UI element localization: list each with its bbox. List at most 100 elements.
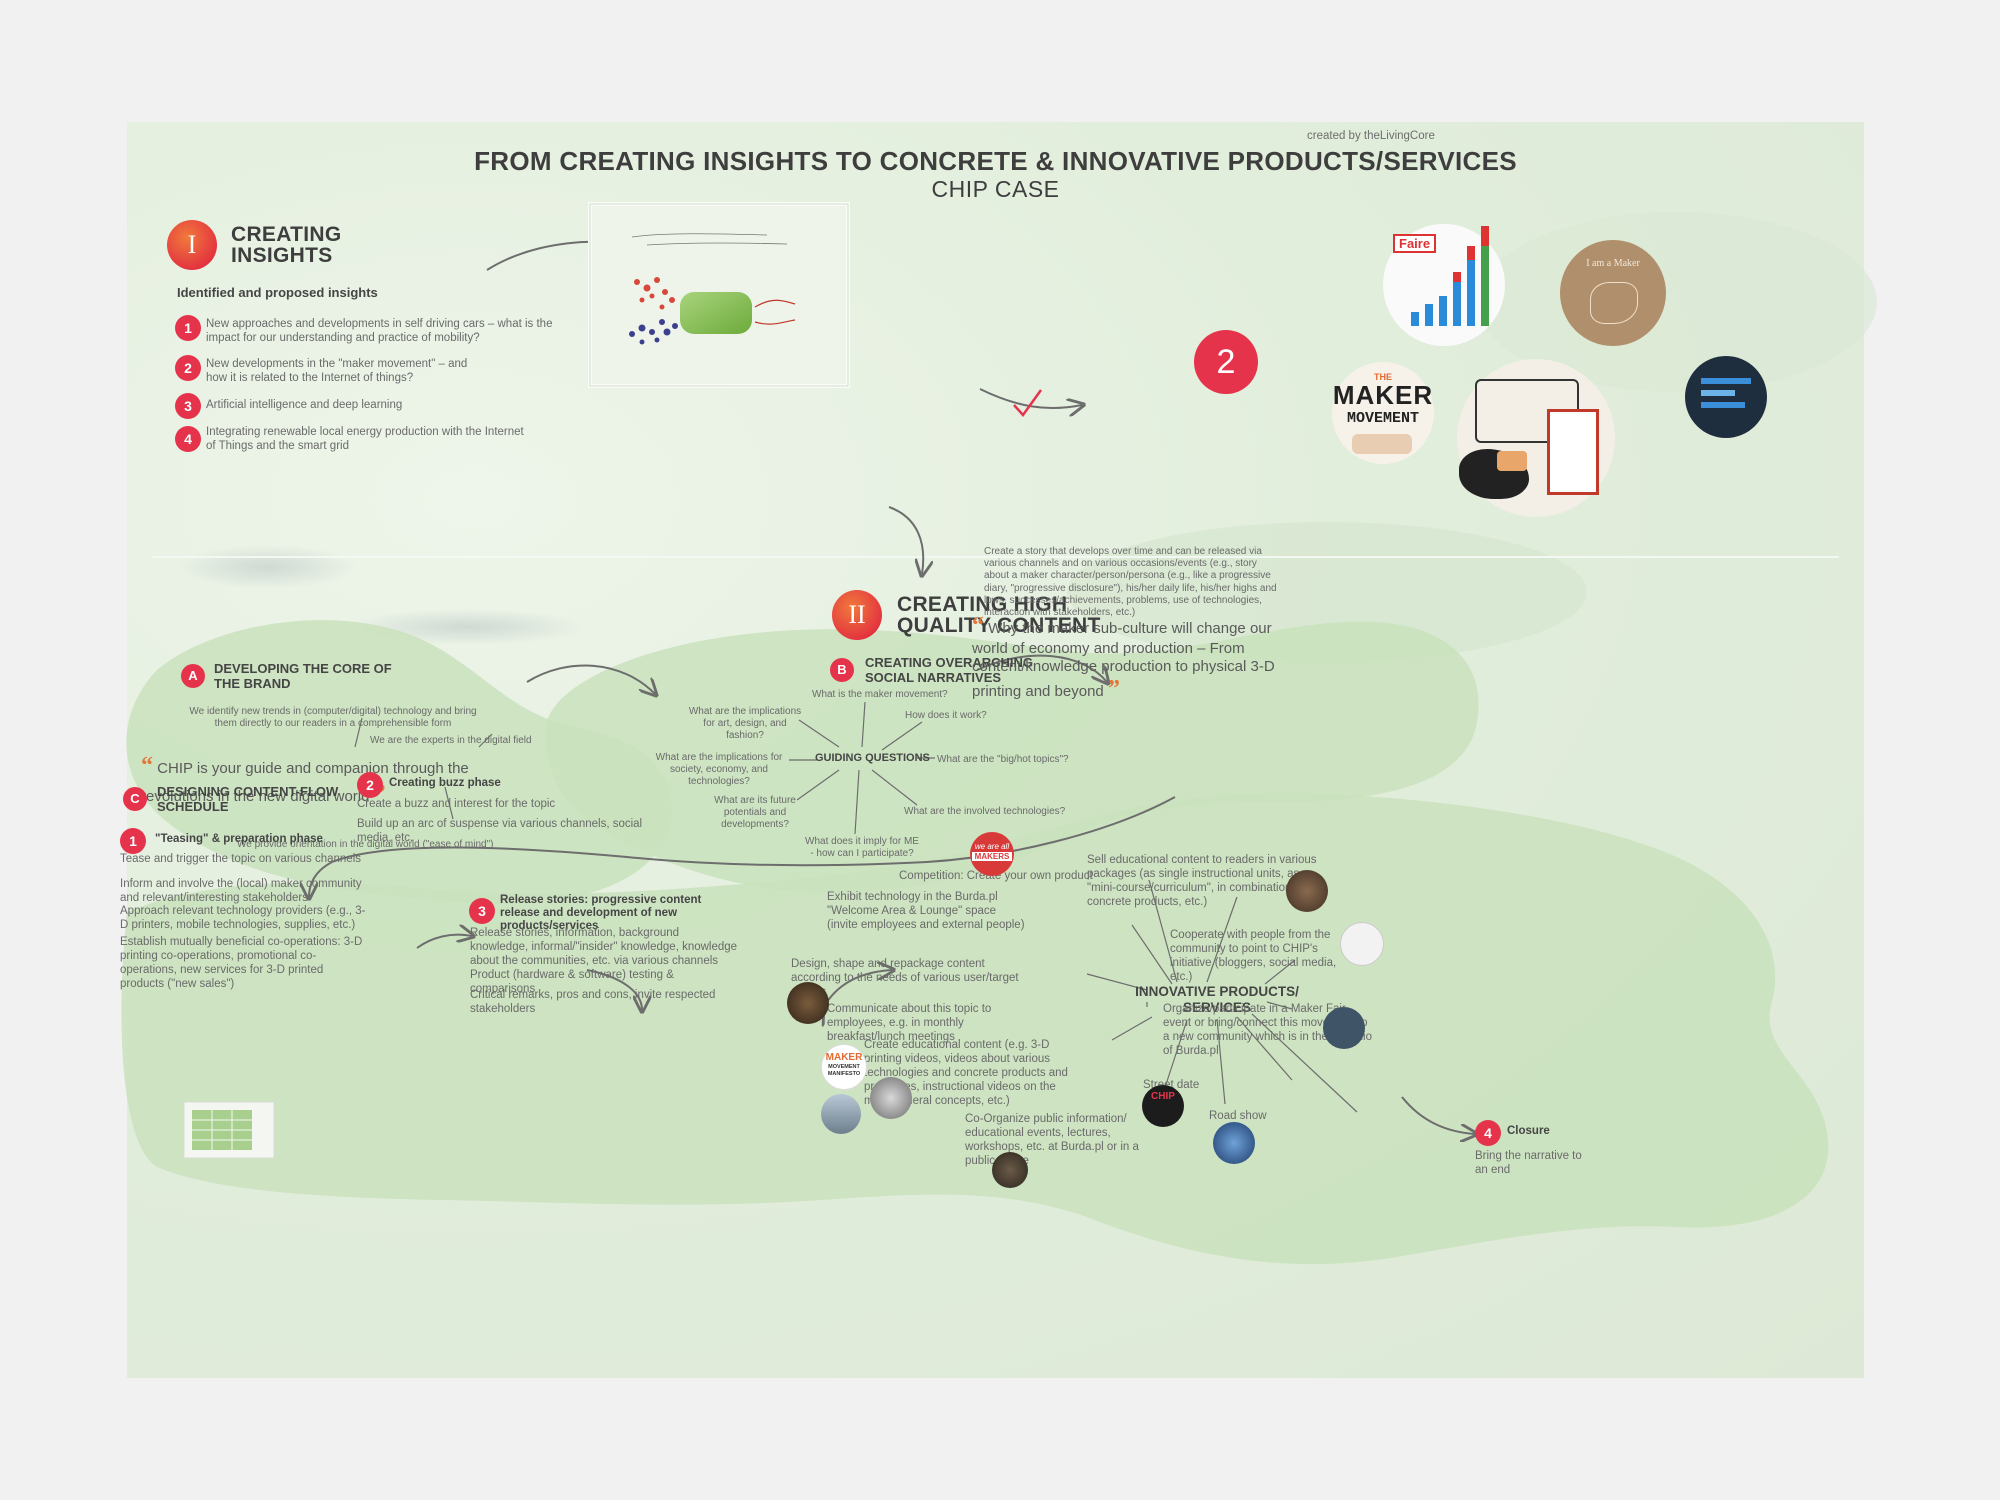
product-idea: Competition: Create your own product <box>899 870 1093 882</box>
maker-illustration-image <box>1457 359 1615 517</box>
phase-3-item: Release stories, information, background… <box>470 927 738 968</box>
phase-2-item: Build up an arc of suspense via various … <box>357 818 643 845</box>
guiding-question: What are the implications for society, e… <box>655 752 783 788</box>
selected-insight-badge: 2 <box>1194 330 1258 394</box>
phase-number: 2 <box>357 772 383 798</box>
section-2-heading-line1: CREATING HIGH <box>897 593 1068 616</box>
phase-3-item: Critical remarks, pros and cons, invite … <box>470 989 716 1016</box>
arrow-long <box>309 796 1176 897</box>
blob-content-flow <box>121 793 1829 1265</box>
product-idea: Co-Organize public information/ educatio… <box>965 1113 1139 1168</box>
phase-number: 4 <box>1475 1120 1501 1146</box>
meeting-photo <box>787 982 829 1024</box>
fair-photo <box>1323 1007 1365 1049</box>
phase-number: 3 <box>469 898 495 924</box>
blob-narratives <box>546 621 1479 893</box>
guiding-question: What does it imply for ME - how can I pa… <box>805 836 919 860</box>
guiding-questions-spokes <box>789 701 935 835</box>
phase-1-item: Inform and involve the (local) maker com… <box>120 878 362 905</box>
chip-magazine-label: CHIP <box>1151 1091 1175 1102</box>
story-description: Create a story that develops over time a… <box>984 546 1277 618</box>
products-hub-label: INNOVATIVE PRODUCTS/ SERVICES <box>1135 984 1299 1015</box>
insight-number: 4 <box>175 426 201 452</box>
road-show-photo <box>1213 1122 1255 1164</box>
workshop-photo <box>1286 870 1328 912</box>
product-idea: Organize/participate in a Maker Fair eve… <box>1163 1003 1373 1058</box>
arrow <box>979 388 1082 408</box>
phase-3-item: Product (hardware & software) testing & … <box>470 969 674 996</box>
section-1-heading-line2: INSIGHTS <box>231 244 333 267</box>
arrow <box>976 654 1107 682</box>
insight-text: New developments in the "maker movement"… <box>206 358 468 385</box>
subsection-a-heading: DEVELOPING THE CORE OF THE BRAND <box>214 661 392 691</box>
subsection-letter-b: B <box>830 658 854 682</box>
arrow <box>416 935 472 949</box>
i-am-a-maker-label: I am a Maker <box>1586 258 1640 269</box>
schedule-thumbnail <box>183 1101 275 1159</box>
insight-text: New approaches and developments in self … <box>206 318 553 345</box>
brand-note-orientation: We provide orientation in the digital wo… <box>237 839 494 850</box>
page-title: FROM CREATING INSIGHTS TO CONCRETE & INN… <box>474 146 1517 176</box>
book-title-movement: MOVEMENT <box>1346 410 1419 427</box>
phase-4-title: Closure <box>1507 1125 1550 1137</box>
arrow <box>1401 1096 1475 1134</box>
manifesto-line1: MAKER <box>825 1052 863 1063</box>
section-number-2: II <box>832 590 882 640</box>
arrow <box>888 506 923 574</box>
subsection-c-heading: DESIGNING CONTENT-FLOW SCHEDULE <box>157 784 339 814</box>
phase-3-title: Release stories: progressive content rel… <box>500 894 702 932</box>
guiding-question: What are the "big/hot topics"? <box>937 754 1069 765</box>
manifesto-line3: MANIFESTO <box>827 1071 861 1077</box>
guiding-question: How does it work? <box>905 710 987 721</box>
i-am-a-maker-image: I am a Maker <box>1560 240 1666 346</box>
phase-1-item: Establish mutually beneficial co-operati… <box>120 936 363 991</box>
phase-2-item: Create a buzz and interest for the topic <box>357 798 556 810</box>
brand-quote-text: CHIP is your guide and companion through… <box>141 760 469 806</box>
credit-label: created by theLivingCore <box>1307 130 1435 142</box>
website-screenshot-photo <box>1340 922 1384 966</box>
section-2-heading: CREATING HIGH QUALITY CONTENT <box>897 594 1101 636</box>
brand-quote: “ CHIP is your guide and companion throu… <box>141 752 501 808</box>
page-subtitle: CHIP CASE <box>931 176 1060 202</box>
manifesto-image: MAKER MOVEMENT MANIFESTO <box>821 1044 867 1090</box>
phase-2-title: Creating buzz phase <box>389 777 501 789</box>
poster: created by theLivingCore FROM CREATING I… <box>120 122 1877 1378</box>
maker-faire-label: Faire <box>1393 234 1437 253</box>
product-idea: Sell educational content to readers in v… <box>1087 854 1317 909</box>
guiding-questions-center: GUIDING QUESTIONS <box>815 752 930 764</box>
watercolor-blot <box>177 545 357 589</box>
guiding-question: What are its future potentials and devel… <box>714 795 796 831</box>
chip-magazine-image: CHIP <box>1142 1085 1184 1127</box>
quote-open-icon: “ <box>141 753 153 779</box>
phase-4-text: Bring the narrative to an end <box>1475 1150 1582 1177</box>
insight-text: Artificial intelligence and deep learnin… <box>206 399 403 411</box>
section-1-heading-line1: CREATING <box>231 223 342 246</box>
badge-makers-text: MAKERS <box>972 852 1012 861</box>
book-title-the: THE <box>1374 372 1392 382</box>
quote-close-icon: ” <box>1107 676 1120 703</box>
arrow <box>526 664 655 694</box>
insight-number: 2 <box>175 355 201 381</box>
insights-intro: Identified and proposed insights <box>177 285 378 300</box>
infographic-image <box>1685 356 1767 438</box>
product-idea: Design, shape and repackage content acco… <box>791 958 1019 998</box>
product-idea: Cooperate with people from the community… <box>1170 929 1337 984</box>
event-photo <box>821 1094 861 1134</box>
check-icon <box>1013 389 1043 417</box>
quote-open-icon: “ <box>972 613 984 639</box>
product-idea: Create educational content (e.g. 3-D pri… <box>864 1039 1068 1108</box>
insight-text: Integrating renewable local energy produ… <box>206 426 524 453</box>
subsection-b-heading: CREATING OVERARCHING SOCIAL NARRATIVES <box>865 655 1034 685</box>
guiding-question: What is the maker movement? <box>812 689 948 700</box>
phase-number: 1 <box>120 828 146 854</box>
vr-headset-photo <box>870 1077 912 1119</box>
brand-note-experts: We are the experts in the digital field <box>370 735 532 746</box>
insight-number: 3 <box>175 393 201 419</box>
narrative-quote: “ Why the maker sub-culture will change … <box>972 612 1297 703</box>
blob-brand-core <box>126 620 672 904</box>
product-idea: Communicate about this topic to employee… <box>827 1003 992 1044</box>
maker-movement-book-image: THE MAKER MOVEMENT <box>1332 362 1434 464</box>
phase-1-item: Tease and trigger the topic on various c… <box>120 853 362 865</box>
phase-1-title: "Teasing" & preparation phase <box>155 833 323 845</box>
subsection-letter-c: C <box>123 787 147 811</box>
